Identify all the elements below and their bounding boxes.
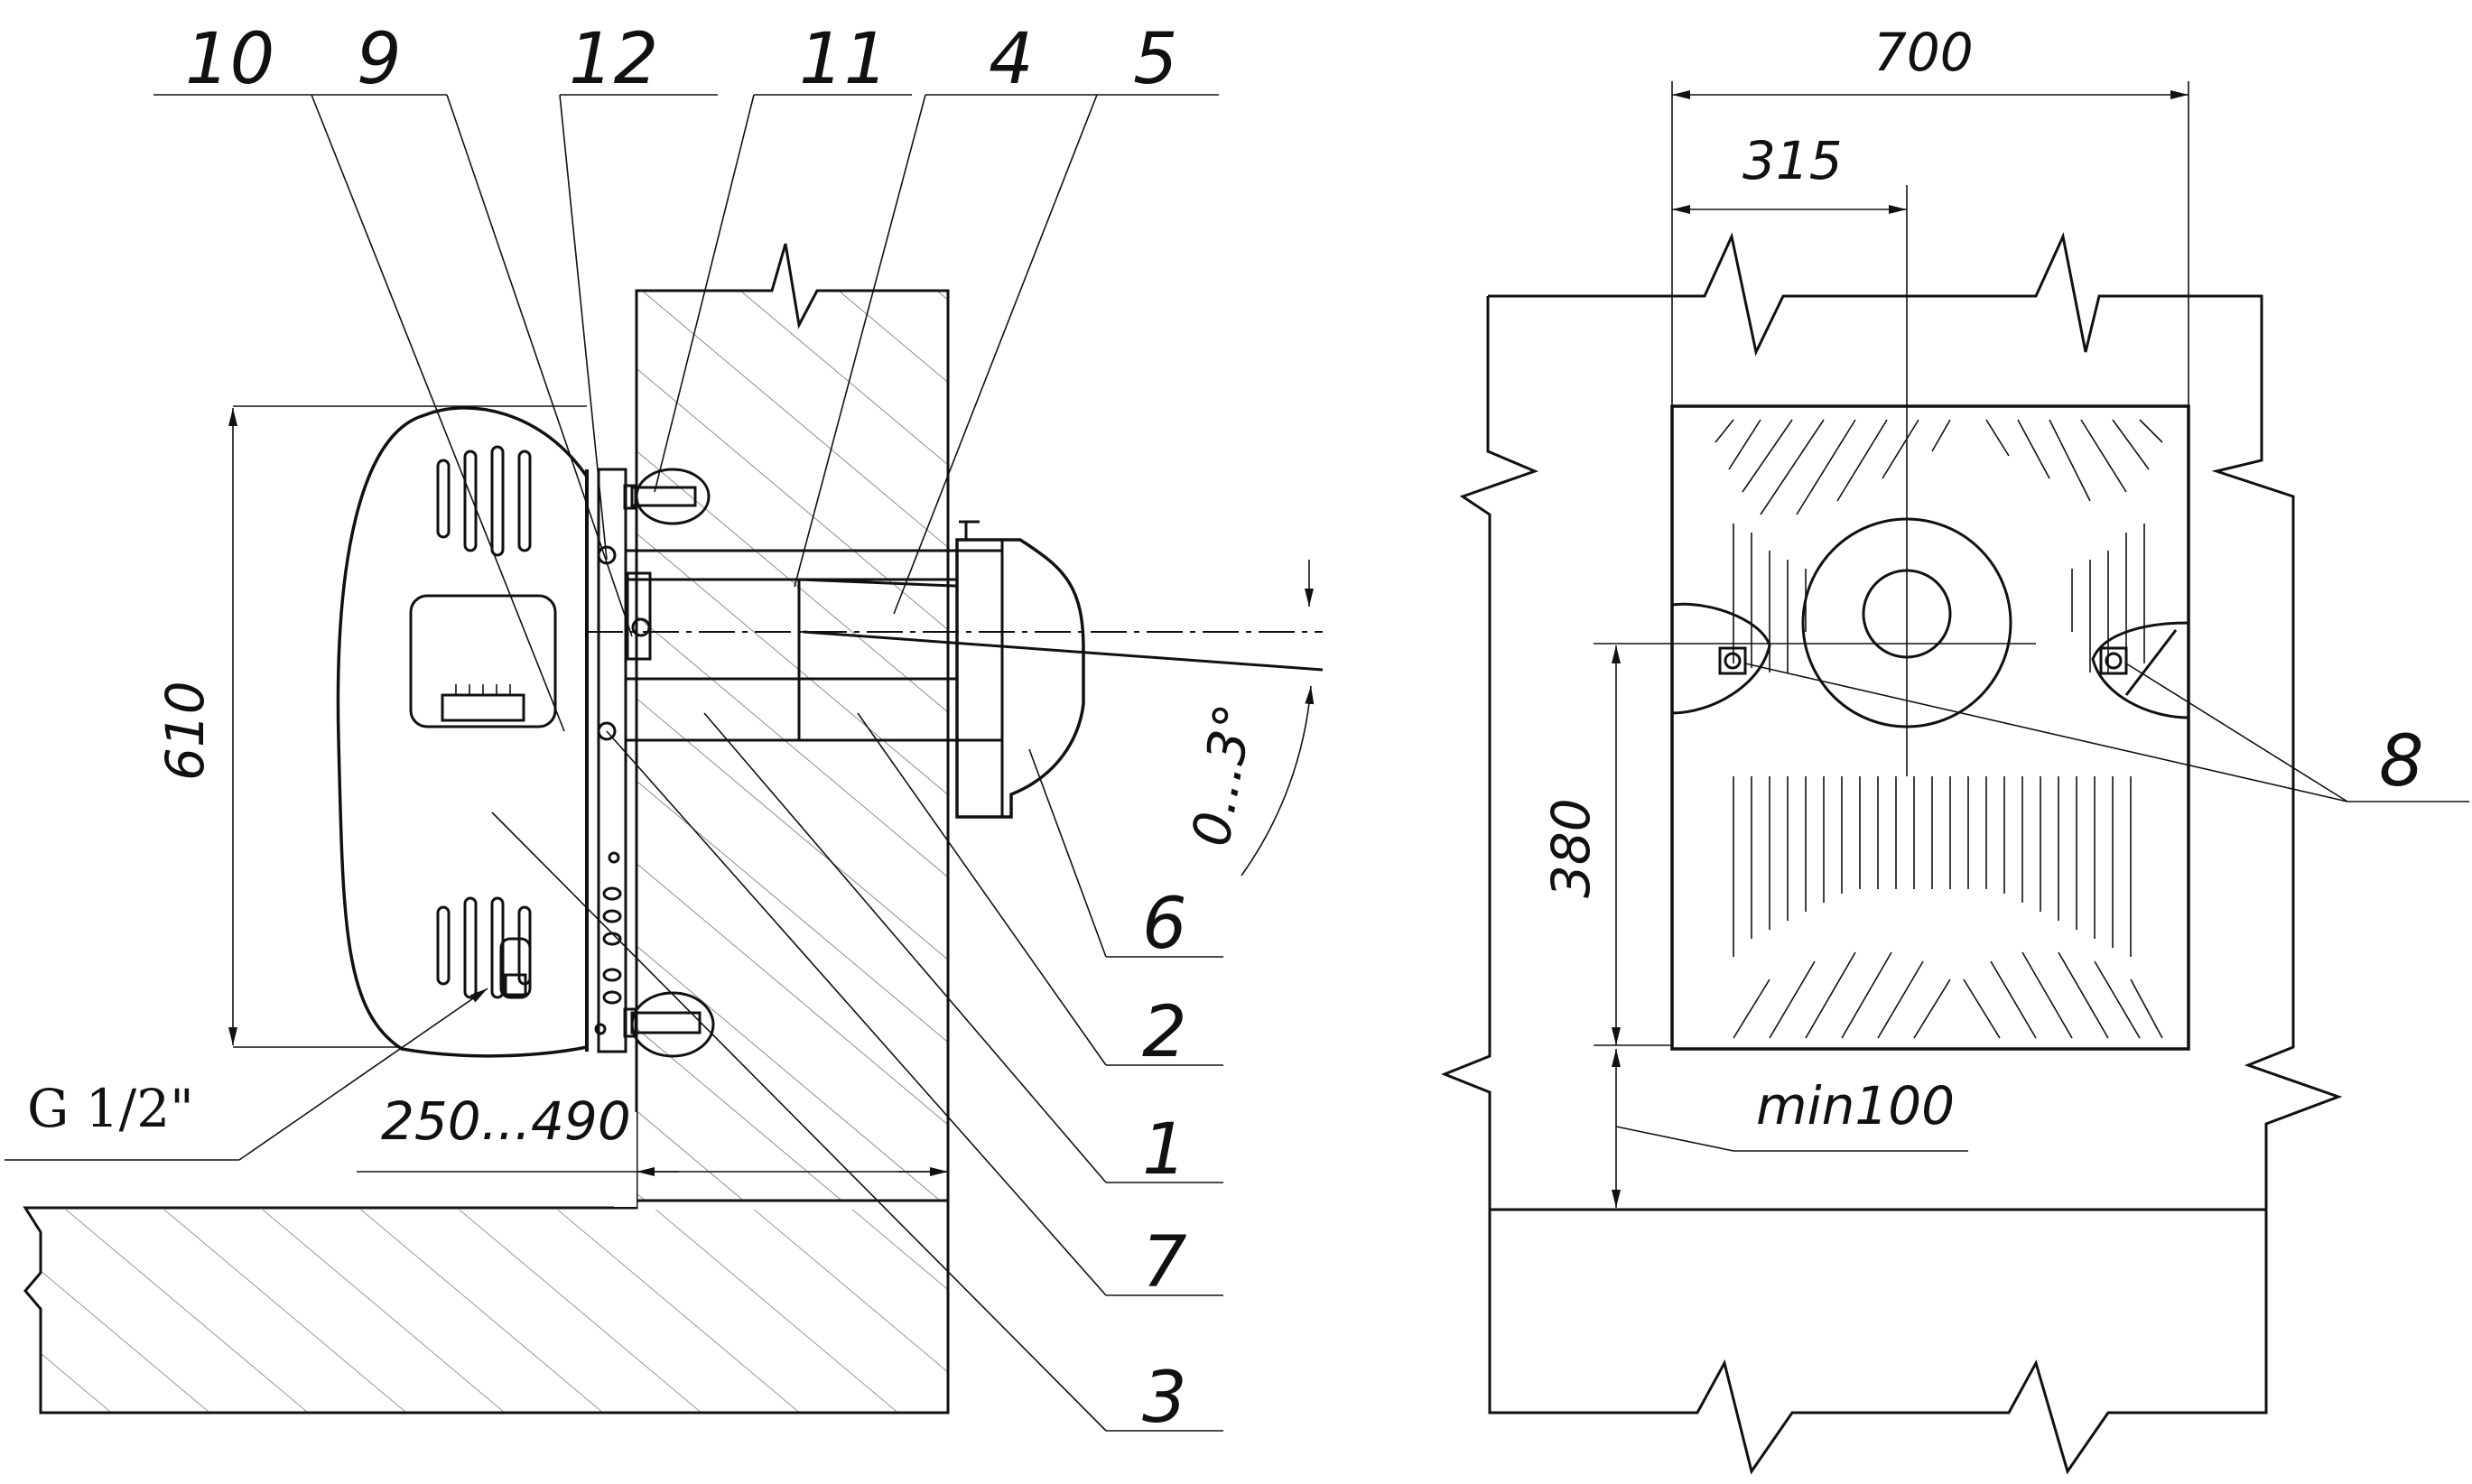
- callout-leaders-right: [491, 712, 1223, 1432]
- floor-clearance-label: min100: [1756, 1075, 1955, 1136]
- mounting-plate: [597, 468, 627, 1053]
- height-380-label: 380: [1540, 798, 1602, 898]
- callout-9: 9: [357, 19, 402, 100]
- bolt-left: [1718, 646, 1747, 675]
- callout-8: 8: [2379, 721, 2424, 802]
- top-vents: [436, 445, 532, 557]
- callout-4: 4: [989, 19, 1034, 100]
- gas-connection: [499, 937, 532, 999]
- callout-1: 1: [1142, 1109, 1187, 1191]
- flue-assembly: [624, 520, 1085, 819]
- heater-front-panel: [1670, 404, 2190, 1051]
- tilt-angle-label: 0...3°: [1180, 700, 1265, 851]
- callout-leaders-top: [153, 94, 1219, 732]
- callout-2: 2: [1142, 992, 1187, 1073]
- bolt-right: [2099, 646, 2128, 675]
- front-view: 700 315 380 min100 8: [1440, 22, 2469, 1475]
- callout-11: 11: [799, 19, 888, 100]
- callout-5: 5: [1133, 19, 1178, 100]
- callout-7: 7: [1142, 1222, 1187, 1303]
- flue-terminal: [955, 538, 1085, 819]
- height-610-label: 610: [154, 681, 216, 781]
- callout-10: 10: [185, 19, 274, 100]
- callout-3: 3: [1142, 1358, 1187, 1439]
- offset-315-label: 315: [1742, 130, 1843, 191]
- side-section-view: 0...3° 610 250...490 G 1/2": [5, 19, 1324, 1439]
- front-floor-section: [1488, 1208, 2268, 1475]
- width-700-label: 700: [1873, 22, 1974, 83]
- front-wall-outline: [1440, 232, 2343, 1210]
- anchor-bolts: [597, 468, 715, 1058]
- control-window: [409, 594, 557, 728]
- depth-range-label: 250...490: [381, 1090, 631, 1152]
- heater-body: [336, 406, 589, 1058]
- pipe-thread-label: G 1/2": [27, 1078, 194, 1139]
- front-grille: [1715, 419, 2163, 1039]
- callout-12: 12: [569, 19, 658, 100]
- callout-6: 6: [1142, 884, 1187, 965]
